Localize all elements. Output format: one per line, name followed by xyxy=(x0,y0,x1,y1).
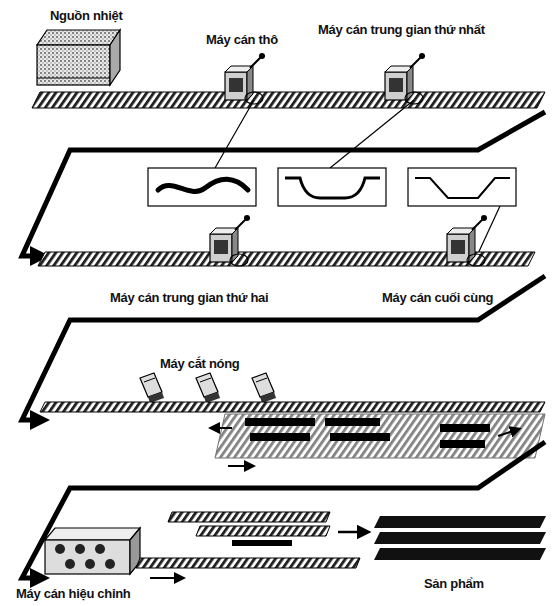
leader-line xyxy=(330,100,414,168)
profile-inset xyxy=(148,168,256,206)
product-bar xyxy=(374,532,546,544)
roughing-mill xyxy=(225,53,265,104)
rail-profile xyxy=(415,178,510,198)
profile-inset xyxy=(278,168,386,206)
leveler-roll xyxy=(65,559,75,569)
rail-profile xyxy=(158,179,248,191)
intermediate-mill xyxy=(385,53,425,104)
furnace-rail xyxy=(37,78,110,79)
finishing-mill xyxy=(447,215,487,266)
direction-arrow xyxy=(214,427,232,429)
profile-inset xyxy=(408,168,516,206)
cut-plate xyxy=(232,540,292,546)
machine-label: Máy cán hiệu chỉnh xyxy=(16,586,131,602)
machine-label: Máy cắt nóng xyxy=(160,356,239,372)
direction-arrow xyxy=(228,465,250,467)
hot-shear xyxy=(196,373,220,403)
leveler-body xyxy=(45,540,130,574)
leveler-top xyxy=(45,528,140,540)
rail-profile xyxy=(285,178,380,198)
furnace-top xyxy=(37,30,120,45)
machine-label: Máy cán trung gian thứ nhất xyxy=(318,22,485,38)
hot-shear xyxy=(140,373,164,403)
leader-line xyxy=(476,206,500,258)
leveler-roll xyxy=(85,559,95,569)
flow-band xyxy=(22,276,545,420)
leveler-roll xyxy=(95,544,105,554)
product-bar xyxy=(374,516,546,528)
machine-label: Máy cán trung gian thứ hai xyxy=(110,290,268,306)
leveler-roll xyxy=(75,544,85,554)
plate-stack xyxy=(168,512,330,522)
cut-plate xyxy=(440,440,485,448)
direction-arrow xyxy=(338,531,364,534)
direction-arrow xyxy=(498,430,516,436)
roller-conveyor xyxy=(32,92,545,108)
cut-plate xyxy=(330,433,390,441)
intermediate-mill xyxy=(210,215,250,266)
furnace-front xyxy=(37,45,110,85)
cut-plate xyxy=(250,433,310,441)
leader-line xyxy=(215,100,254,168)
leveler-roll xyxy=(55,544,65,554)
machine-label: Máy cán cuối cùng xyxy=(382,290,493,306)
roller-conveyor xyxy=(40,402,545,412)
machine-label: Máy cán thô xyxy=(206,32,278,48)
plate-stack xyxy=(196,526,330,536)
direction-arrow xyxy=(150,577,180,579)
cooling-bed xyxy=(215,414,545,458)
cut-plate xyxy=(245,418,315,426)
furnace-side xyxy=(110,30,120,85)
roller-conveyor xyxy=(136,558,360,568)
furnace-label: Nguồn nhiệt xyxy=(50,8,123,24)
cut-plate xyxy=(325,418,380,426)
product-bar xyxy=(374,548,546,560)
flow-band xyxy=(22,442,545,578)
cut-plate xyxy=(440,424,490,432)
hot-shear xyxy=(252,373,276,403)
leveler-roll xyxy=(105,559,115,569)
product-label: Sản phẩm xyxy=(424,576,484,592)
